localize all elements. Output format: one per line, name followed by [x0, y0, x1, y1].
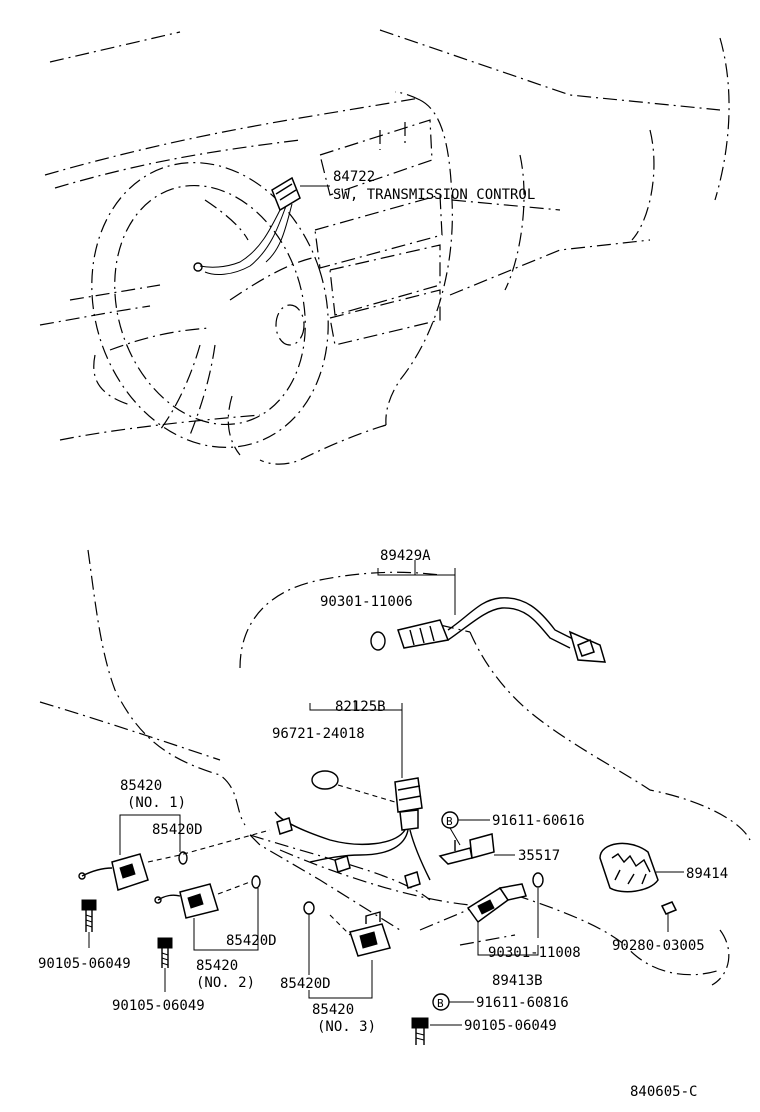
transmission-control-switch: [193, 176, 301, 275]
switch-description: SW, TRANSMISSION CONTROL: [333, 187, 535, 203]
gasket-90301-11006: [370, 631, 386, 651]
part-85420D-b: 85420D: [226, 933, 277, 949]
part-90105-06049-b: 90105-06049: [112, 998, 205, 1014]
part-89414: 89414: [686, 866, 728, 882]
gasket-90301-11008: [532, 872, 544, 888]
part-96721-24018: 96721-24018: [272, 726, 365, 742]
part-90280-03005: 90280-03005: [612, 938, 705, 954]
switch-part-number: 84722: [333, 169, 375, 185]
bolt-90105-06049-b: [157, 937, 173, 992]
bracket-35517: [438, 833, 495, 865]
figure-code: 840605-C: [630, 1084, 697, 1100]
part-85420-no2-sub: (NO. 2): [196, 975, 255, 991]
oring-85420D-a: [178, 851, 188, 865]
solenoid-85420-no3: [329, 911, 391, 957]
part-35517: 35517: [518, 848, 560, 864]
callout-b-1: B: [446, 815, 453, 828]
harness-82125B: [274, 777, 431, 889]
solenoid-85420-no2: [154, 881, 251, 919]
part-91611-60816: 91611-60816: [476, 995, 569, 1011]
part-82125B: 82125B: [335, 699, 386, 715]
part-90301-11008: 90301-11008: [488, 945, 581, 961]
ring-90280-03005: [660, 901, 678, 915]
part-85420D-c: 85420D: [280, 976, 331, 992]
callout-b-2: B: [437, 997, 444, 1010]
oring-85420D-c: [303, 901, 315, 915]
dashboard-illustration: [39, 29, 730, 465]
part-85420-no1-sub: (NO. 1): [127, 795, 186, 811]
part-89413B: 89413B: [492, 973, 543, 989]
part-85420-no3-sub: (NO. 3): [317, 1019, 376, 1035]
part-85420-no1: 85420: [120, 778, 162, 794]
solenoid-85420-no1: [78, 829, 271, 891]
transmission-illustration: [39, 549, 751, 986]
sensor-89413B: [466, 883, 527, 924]
gear-89414: [599, 842, 659, 893]
part-90105-06049-c: 90105-06049: [464, 1018, 557, 1034]
part-91611-60616: 91611-60616: [492, 813, 585, 829]
part-85420D-a: 85420D: [152, 822, 203, 838]
bolt-90105-06049-c: [411, 1017, 462, 1045]
part-89429A: 89429A: [380, 548, 431, 564]
part-85420-no2: 85420: [196, 958, 238, 974]
part-85420-no3: 85420: [312, 1002, 354, 1018]
oring-85420D-b: [251, 875, 261, 889]
gasket-96721-24018: [311, 770, 339, 790]
part-90301-11006: 90301-11006: [320, 594, 413, 610]
bolt-90105-06049-a: [81, 899, 97, 948]
part-90105-06049-a: 90105-06049: [38, 956, 131, 972]
sensor-89429A: [397, 597, 607, 663]
